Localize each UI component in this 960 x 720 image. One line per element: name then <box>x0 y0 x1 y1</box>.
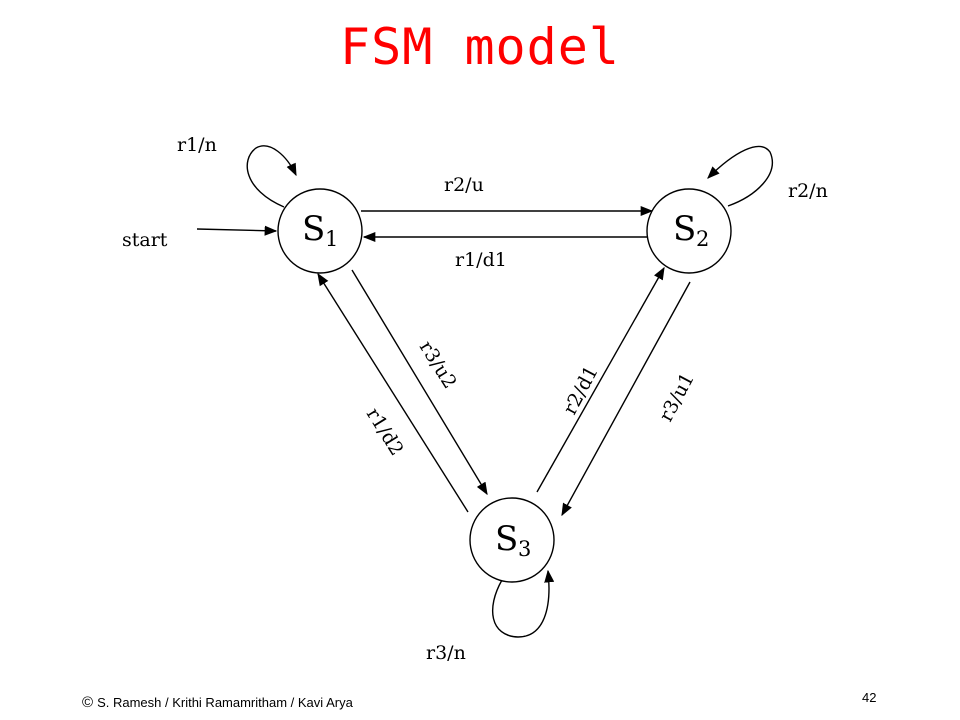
state-s3-name: S <box>495 519 518 559</box>
edge-s3-s2-label: r2/d1 <box>559 362 603 418</box>
edge-s2-s3-label: r3/u1 <box>655 369 699 425</box>
state-s2-name: S <box>673 209 696 249</box>
state-s2-subscript: 2 <box>696 227 709 251</box>
copyright-symbol: © <box>82 694 94 711</box>
state-s1-circle <box>277 188 363 274</box>
state-s3-subscript: 3 <box>518 537 531 561</box>
loop-s2 <box>707 145 773 207</box>
edge-s1-s3 <box>351 269 488 496</box>
edge-s3-s2 <box>536 266 665 493</box>
edge-s1-s2-label: r2/u <box>444 174 484 196</box>
loop-s3 <box>491 569 555 638</box>
state-s1: S 1 <box>277 188 363 274</box>
edge-s3-s1 <box>317 272 469 513</box>
slide-title: FSM model <box>340 18 620 76</box>
page-number: 42 <box>862 690 877 705</box>
edge-s2-s1-label: r1/d1 <box>455 249 507 271</box>
loop-s3-label: r3/n <box>426 642 466 664</box>
edge-s2-s3 <box>561 281 691 517</box>
state-s2: S 2 <box>646 188 732 274</box>
edge-s3-s1-label: r1/d2 <box>362 404 408 460</box>
state-s1-subscript: 1 <box>325 227 338 251</box>
state-s2-circle <box>646 188 732 274</box>
start-arrow <box>196 225 278 236</box>
state-s1-name: S <box>302 209 325 249</box>
footer-credit: ©S. Ramesh / Krithi Ramamritham / Kavi A… <box>82 694 353 711</box>
credit-text: S. Ramesh / Krithi Ramamritham / Kavi Ar… <box>97 695 353 710</box>
state-s3: S 3 <box>469 497 555 583</box>
loop-s1 <box>246 145 297 208</box>
state-s3-circle <box>469 497 555 583</box>
loop-s1-label: r1/n <box>177 134 217 156</box>
start-label: start <box>122 229 168 251</box>
loop-s2-label: r2/n <box>788 180 828 202</box>
